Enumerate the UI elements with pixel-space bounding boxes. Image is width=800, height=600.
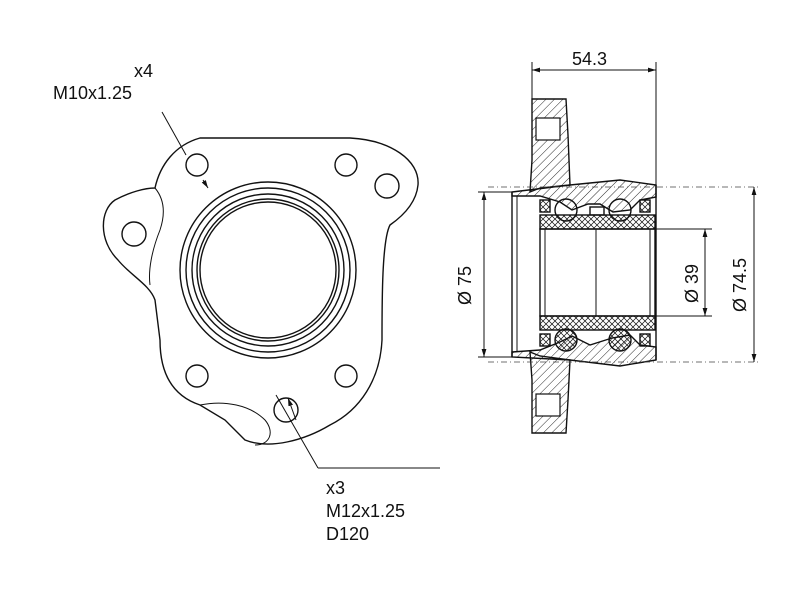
seal-tr: [639, 199, 651, 213]
bolt-leader-2: [201, 179, 209, 189]
bore-body: [539, 228, 656, 317]
stud-leader-arrow: [287, 397, 297, 421]
flange-section-top: [529, 98, 571, 194]
hub-ring-3: [191, 193, 345, 347]
seal-bl: [539, 333, 551, 347]
stud-hole: [273, 397, 299, 423]
bolt-count-label: x4: [134, 61, 153, 81]
hub-ring-2: [185, 187, 351, 353]
front-view: x4 M10x1.25 x3 M12x1.25 D120: [53, 61, 440, 544]
stud-leader: [275, 394, 319, 469]
bolt-hole: [185, 153, 209, 177]
bolt-hole: [185, 364, 209, 388]
stud-hole: [121, 221, 147, 247]
hub-ring-outer: [179, 181, 357, 359]
bolt-thread-label: M10x1.25: [53, 83, 132, 103]
stud-hole: [374, 173, 400, 199]
flange-slot-top: [535, 117, 561, 141]
flange-lower-curve: [199, 402, 271, 446]
inner-ring-bottom: [539, 315, 656, 331]
dim-width-label: 54.3: [572, 49, 607, 69]
outer-ring-top: [511, 179, 657, 213]
stud-count-label: x3: [326, 478, 345, 498]
hub-bore: [199, 201, 337, 339]
ball-bottom-left: [554, 328, 578, 352]
dim-d745-label: Ø 74.5: [730, 258, 750, 312]
dim-d39-label: Ø 39: [682, 264, 702, 303]
bolt-leader: [161, 111, 187, 156]
hub-ring-4: [196, 198, 340, 342]
ball-top-left: [554, 198, 578, 222]
cage-top: [589, 206, 605, 216]
bolt-hole: [334, 364, 358, 388]
seal-tl: [539, 199, 551, 213]
dim-d75-label: Ø 75: [455, 266, 475, 305]
flange-step-curve: [149, 187, 164, 286]
ball-top-right: [608, 198, 632, 222]
flange-slot-bottom: [535, 393, 561, 417]
stud-pcd-label: D120: [326, 524, 369, 544]
side-view: 54.3 Ø 75 Ø 39 Ø 74.5: [455, 49, 760, 434]
stud-thread-label: M12x1.25: [326, 501, 405, 521]
bolt-hole: [334, 153, 358, 177]
flange-section-bottom: [529, 350, 571, 434]
ball-bottom-right: [608, 328, 632, 352]
flange-outline: [102, 137, 419, 445]
seal-br: [639, 333, 651, 347]
